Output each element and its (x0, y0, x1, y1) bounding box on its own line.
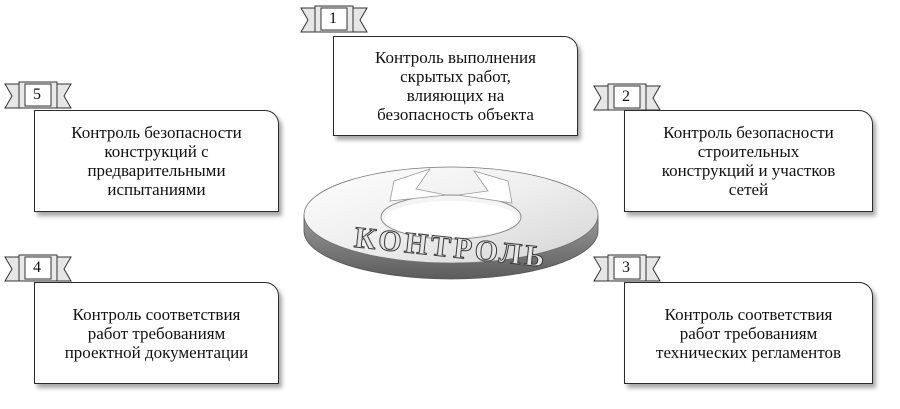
card-1-text: Контроль выполнения скрытых работ, влияю… (375, 48, 536, 124)
card-3: Контроль соответствия работ требованиям … (624, 282, 873, 384)
card-2: Контроль безопасности строительных конст… (624, 110, 873, 212)
ribbon-1: 1 (299, 2, 369, 36)
card-3-text: Контроль соответствия работ требованиям … (656, 304, 841, 362)
ring-graphic: КОНТРОЛЬ (303, 166, 599, 280)
ribbon-5: 5 (3, 78, 73, 112)
card-5-text: Контроль безопасности конструкций с пред… (71, 123, 242, 199)
central-ring: КОНТРОЛЬ (298, 165, 604, 295)
ribbon-4: 4 (3, 251, 73, 285)
card-2-text: Контроль безопасности строительных конст… (661, 123, 836, 199)
ribbon-2-number: 2 (622, 88, 630, 105)
card-5: Контроль безопасности конструкций с пред… (34, 110, 279, 212)
ribbon-5-number: 5 (33, 86, 41, 103)
ribbon-2-shape (593, 83, 661, 111)
card-1: Контроль выполнения скрытых работ, влияю… (333, 36, 578, 136)
ribbon-4-number: 4 (33, 259, 41, 276)
ribbon-3: 3 (592, 251, 662, 285)
ribbon-1-number: 1 (329, 10, 337, 27)
ribbon-5-shape (4, 81, 72, 109)
ribbon-3-number: 3 (622, 259, 630, 276)
card-4-text: Контроль соответствия работ требованиям … (64, 304, 249, 362)
ribbon-3-shape (593, 254, 661, 282)
ribbon-1-shape (300, 5, 368, 33)
ribbon-4-shape (4, 254, 72, 282)
ribbon-2: 2 (592, 80, 662, 114)
card-4: Контроль соответствия работ требованиям … (34, 282, 279, 384)
